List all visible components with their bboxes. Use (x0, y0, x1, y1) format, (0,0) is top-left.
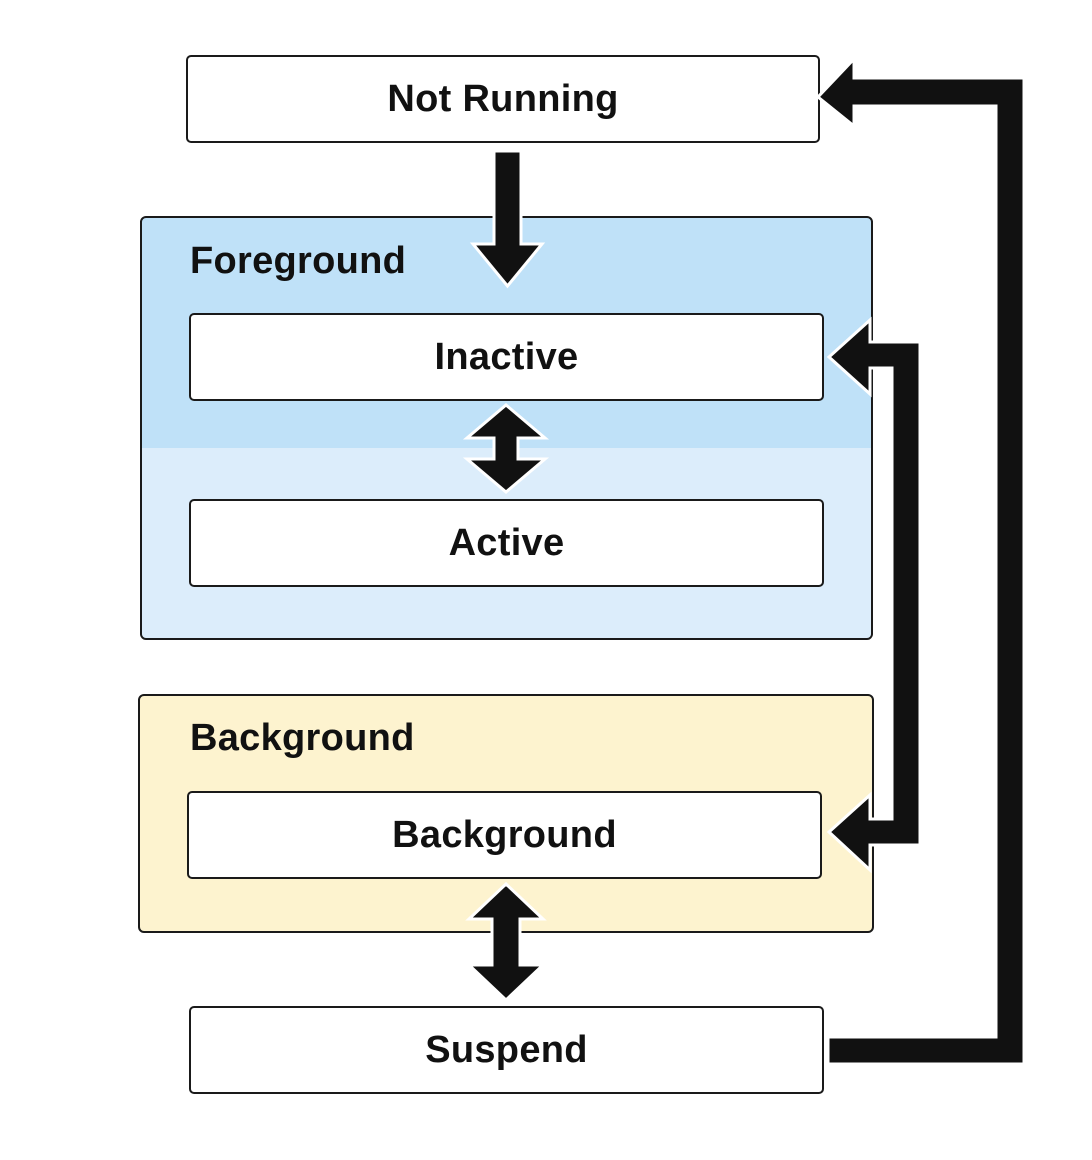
state-not-running: Not Running (186, 55, 820, 143)
foreground-group-label: Foreground (190, 240, 407, 282)
state-active: Active (189, 499, 824, 587)
state-suspend: Suspend (189, 1006, 824, 1094)
state-background: Background (187, 791, 822, 879)
background-group-label: Background (190, 717, 415, 759)
state-inactive: Inactive (189, 313, 824, 401)
